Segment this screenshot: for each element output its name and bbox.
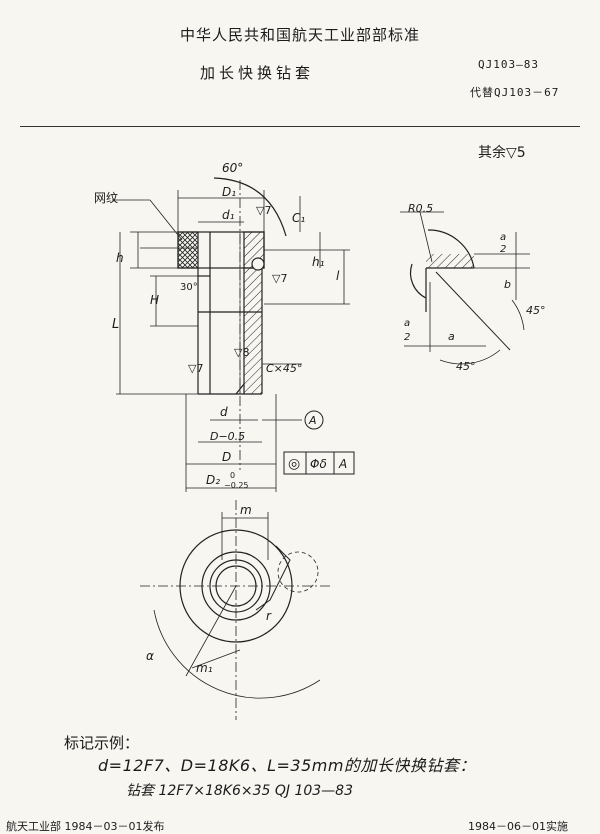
label-R05: R0.5 — [408, 202, 433, 215]
footer-issued: 航天工业部 1984－03－01发布 — [6, 820, 165, 833]
label-L: L — [112, 317, 119, 332]
label-a-over-2-left: a — [404, 318, 410, 329]
label-angle-45-bottom: 45° — [456, 360, 476, 373]
label-D-minus-05: D−0.5 — [210, 430, 245, 443]
label-a-small: a — [448, 330, 455, 343]
label-alpha: α — [146, 649, 154, 663]
tolerance-frame — [283, 451, 355, 475]
label-roughness-7a: ▽7 — [256, 204, 271, 217]
label-d1: d₁ — [222, 208, 235, 222]
label-D2-tol-lower: −0.25 — [224, 481, 249, 490]
label-D1: D₁ — [222, 185, 236, 199]
section-dimensions — [112, 190, 350, 492]
label-tol-datum: A — [338, 457, 347, 471]
label-a-over-2-top-den: 2 — [500, 244, 506, 255]
detail-view — [400, 211, 530, 365]
document-title: 加长快换钻套 — [200, 64, 315, 82]
label-knurl: 网纹 — [94, 191, 118, 205]
label-l: l — [336, 269, 340, 283]
standard-number: QJ103—83 — [478, 58, 539, 71]
surface-roughness-note: 其余▽5 — [478, 145, 526, 161]
header-divider — [20, 126, 580, 127]
label-C1: C₁ — [292, 211, 305, 225]
example-line-1: d=12F7、D=18K6、L=35mm的加长快换钻套： — [98, 756, 476, 775]
example-line-2: 钻套 12F7×18K6×35 QJ 103—83 — [126, 783, 353, 799]
label-H: H — [150, 293, 159, 307]
replaces-standard: 代替QJ103－67 — [470, 86, 560, 99]
label-d: d — [220, 405, 228, 419]
label-roughness-7c: ▽7 — [188, 362, 203, 375]
label-h1: h₁ — [312, 255, 325, 269]
datum-circle — [304, 410, 324, 430]
label-tol-symbol: ◎ — [288, 456, 300, 472]
label-tol-value: Φδ — [310, 457, 327, 471]
section-view — [177, 177, 287, 470]
label-r: r — [266, 609, 272, 623]
label-angle-30: 30° — [180, 282, 198, 293]
label-roughness-7b: ▽7 — [272, 272, 287, 285]
footer-effective: 1984－06－01实施 — [468, 820, 568, 833]
label-D2: D₂ — [206, 473, 220, 487]
top-view — [140, 500, 330, 720]
label-m1: m₁ — [196, 661, 213, 675]
label-angle-45-right: 45° — [526, 304, 546, 317]
example-heading: 标记示例： — [64, 734, 140, 752]
label-b: b — [504, 278, 511, 291]
label-roughness-8: ▽8 — [234, 346, 249, 359]
label-D2-tol-upper: 0 — [230, 471, 235, 480]
label-a-over-2-left-den: 2 — [404, 332, 410, 343]
label-D: D — [222, 450, 231, 464]
label-datum-A: A — [308, 414, 317, 427]
label-chamfer: C×45° — [266, 362, 302, 375]
label-angle-60: 60° — [222, 161, 243, 175]
organization-title: 中华人民共和国航天工业部部标准 — [179, 26, 420, 44]
label-m: m — [240, 503, 252, 517]
label-a-over-2-top: a — [500, 232, 506, 243]
label-h: h — [116, 251, 124, 265]
